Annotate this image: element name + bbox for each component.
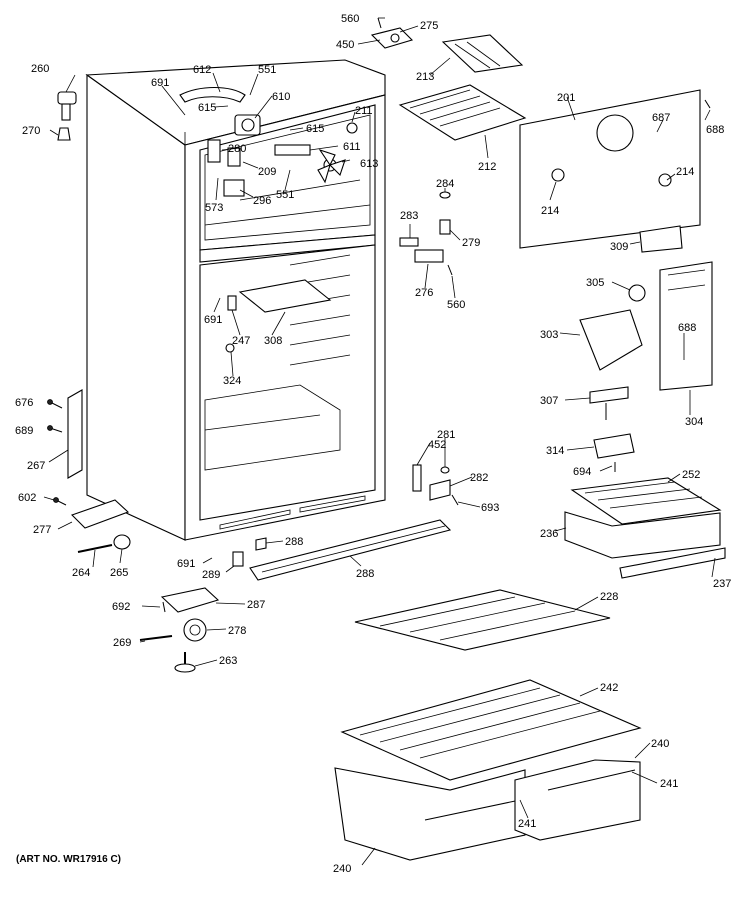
callout-611: 611	[343, 141, 361, 153]
refrigerator-cabinet	[85, 59, 386, 541]
callout-288-bottom: 288	[356, 568, 374, 580]
callout-288-top: 288	[285, 536, 303, 548]
callout-615-left: 615	[198, 102, 216, 114]
callout-265: 265	[110, 567, 128, 579]
callout-303: 303	[540, 329, 558, 341]
callout-304: 304	[685, 416, 703, 428]
callout-691-mid: 691	[204, 314, 222, 326]
callout-263: 263	[219, 655, 237, 667]
art-number: (ART NO. WR17916 C)	[16, 854, 121, 865]
callout-201: 201	[557, 92, 575, 104]
callout-551-mid: 551	[276, 189, 294, 201]
callout-289: 289	[202, 569, 220, 581]
middle-right-parts	[399, 191, 713, 506]
callout-267: 267	[27, 460, 45, 472]
callout-260: 260	[31, 63, 49, 75]
callout-676: 676	[15, 397, 33, 409]
top-right-parts	[370, 17, 711, 253]
callout-labels: 560 275 450 213 201 260 612 551 691 610 …	[15, 13, 731, 875]
callout-613: 613	[360, 158, 378, 170]
callout-214-right: 214	[676, 166, 694, 178]
callout-691-top: 691	[151, 77, 169, 89]
callout-214-left: 214	[541, 205, 559, 217]
callout-212: 212	[478, 161, 496, 173]
callout-551-top: 551	[258, 64, 276, 76]
callout-237: 237	[713, 578, 731, 590]
bottom-parts	[139, 519, 452, 673]
callout-287: 287	[247, 599, 265, 611]
callout-276: 276	[415, 287, 433, 299]
callout-279: 279	[462, 237, 480, 249]
callout-270: 270	[22, 125, 40, 137]
callout-241-right: 241	[660, 778, 678, 790]
callout-610: 610	[272, 91, 290, 103]
left-parts	[47, 91, 131, 553]
callout-247: 247	[232, 335, 250, 347]
callout-307: 307	[540, 395, 558, 407]
callout-264: 264	[72, 567, 90, 579]
callout-277: 277	[33, 524, 51, 536]
callout-602: 602	[18, 492, 36, 504]
freezer-controls	[179, 87, 358, 197]
callout-573: 573	[205, 202, 223, 214]
callout-241-left: 241	[518, 818, 536, 830]
callout-692: 692	[112, 601, 130, 613]
callout-693: 693	[481, 502, 499, 514]
callout-213: 213	[416, 71, 434, 83]
callout-228: 228	[600, 591, 618, 603]
callout-687: 687	[652, 112, 670, 124]
callout-240-right: 240	[651, 738, 669, 750]
callout-612: 612	[193, 64, 211, 76]
callout-275: 275	[420, 20, 438, 32]
callout-314: 314	[546, 445, 564, 457]
callout-269: 269	[113, 637, 131, 649]
callout-560-mid: 560	[447, 299, 465, 311]
callout-615-right: 615	[306, 123, 324, 135]
callout-308: 308	[264, 335, 282, 347]
callout-242: 242	[600, 682, 618, 694]
callout-211: 211	[355, 105, 373, 117]
callout-283: 283	[400, 210, 418, 222]
leader-lines	[43, 17, 716, 866]
fresh-food-controls	[225, 279, 332, 353]
callout-691-bottom: 691	[177, 558, 195, 570]
callout-450: 450	[336, 39, 354, 51]
callout-240-left: 240	[333, 863, 351, 875]
callout-278: 278	[228, 625, 246, 637]
fan-blade-icon	[317, 148, 346, 184]
callout-236: 236	[540, 528, 558, 540]
callout-452: 452	[428, 439, 446, 451]
callout-252: 252	[682, 469, 700, 481]
callout-305: 305	[586, 277, 604, 289]
callout-281: 281	[437, 429, 455, 441]
callout-694: 694	[573, 466, 591, 478]
callout-560-top: 560	[341, 13, 359, 25]
callout-280: 280	[228, 143, 246, 155]
callout-688-top: 688	[706, 124, 724, 136]
callout-296: 296	[253, 195, 271, 207]
callout-282: 282	[470, 472, 488, 484]
callout-688-mid: 688	[678, 322, 696, 334]
shelves-and-bins	[334, 477, 726, 861]
callout-309: 309	[610, 241, 628, 253]
callout-284: 284	[436, 178, 454, 190]
callout-324: 324	[223, 375, 241, 387]
callout-209: 209	[258, 166, 276, 178]
callout-689: 689	[15, 425, 33, 437]
